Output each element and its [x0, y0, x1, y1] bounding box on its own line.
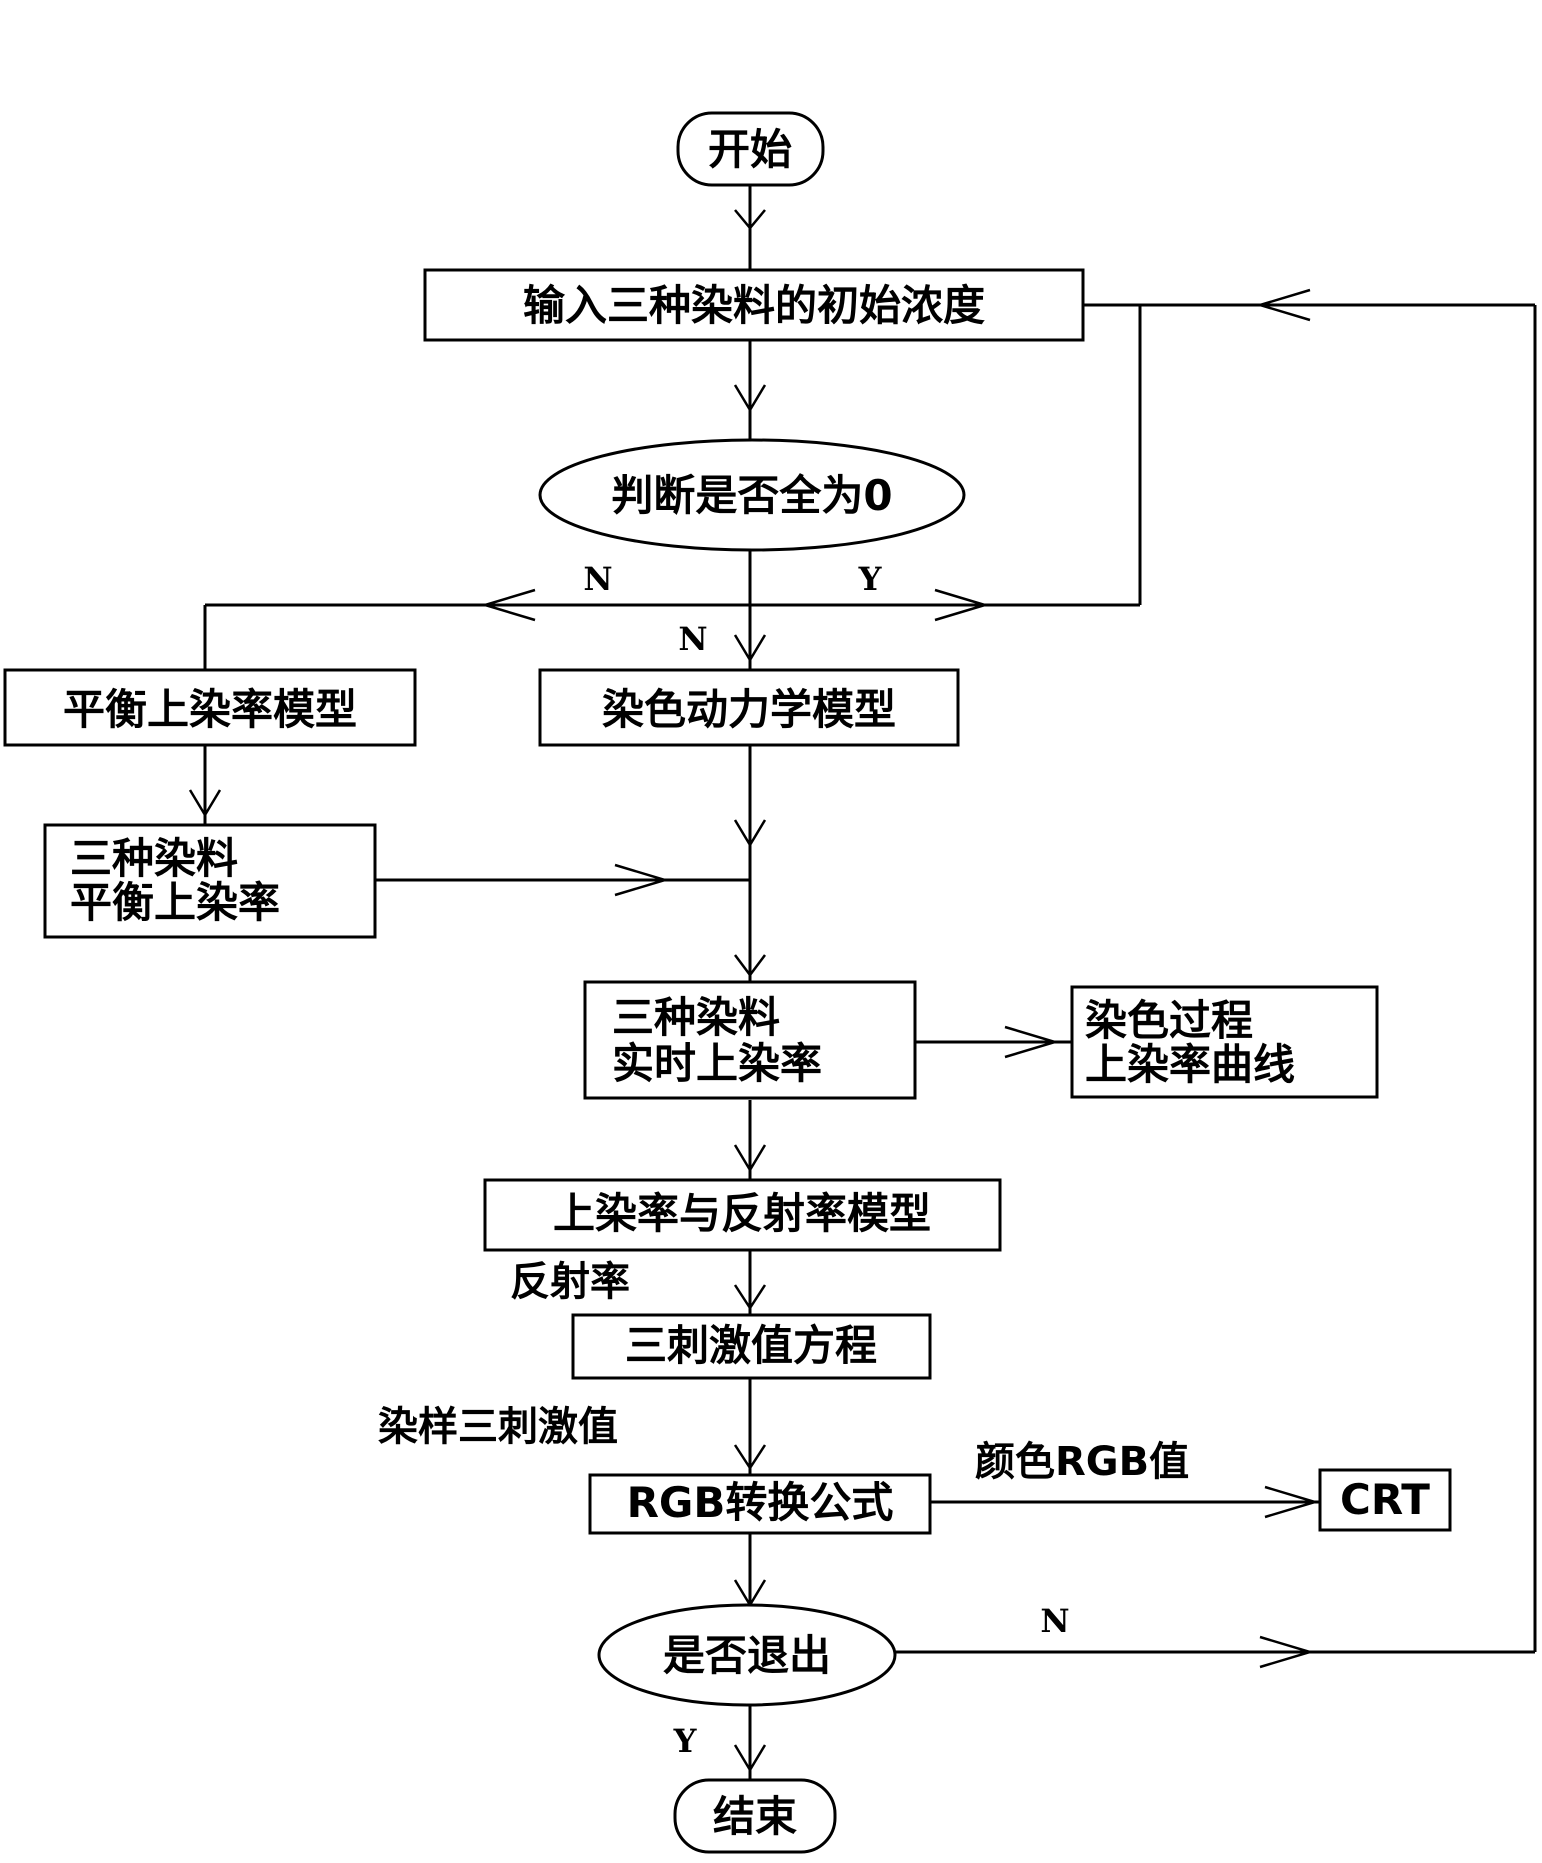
node-exit-question-label: 是否退出: [663, 1631, 831, 1680]
node-kinetic-model-label: 染色动力学模型: [602, 685, 896, 734]
edge-label-rgb-value: 颜色RGB值: [975, 1439, 1189, 1485]
node-input: 输入三种染料的初始浓度: [425, 270, 1083, 340]
node-exit-question: 是否退出: [599, 1605, 895, 1705]
node-equilibrium-model: 平衡上染率模型: [5, 670, 415, 745]
node-crt-label: CRT: [1340, 1475, 1430, 1524]
node-rgb-formula-label: RGB转换公式: [627, 1478, 894, 1527]
node-crt: CRT: [1320, 1470, 1450, 1530]
node-tristimulus-equation-label: 三刺激值方程: [625, 1321, 877, 1370]
edge-label-y-right: Y: [858, 560, 883, 598]
node-end-label: 结束: [713, 1792, 797, 1841]
node-realtime-rate-line1: 三种染料: [612, 993, 780, 1042]
node-judge-zero-label: 判断是否全为0: [611, 471, 892, 520]
edge-label-y-end: Y: [673, 1722, 698, 1760]
node-reflect-model: 上染率与反射率模型: [485, 1180, 1000, 1250]
edge-label-reflectance: 反射率: [510, 1259, 630, 1305]
node-equilibrium-rate: 三种染料 平衡上染率: [45, 825, 375, 937]
node-judge-zero: 判断是否全为0: [540, 440, 964, 550]
node-equilibrium-rate-line1: 三种染料: [70, 834, 238, 883]
edge-label-n-down: N: [678, 620, 707, 658]
node-kinetic-model: 染色动力学模型: [540, 670, 958, 745]
node-rate-curve-line1: 染色过程: [1085, 996, 1253, 1045]
node-start: 开始: [678, 113, 823, 185]
node-realtime-rate-line2: 实时上染率: [612, 1039, 822, 1088]
node-end: 结束: [675, 1780, 835, 1852]
node-start-label: 开始: [708, 125, 792, 174]
node-equilibrium-model-label: 平衡上染率模型: [63, 685, 357, 734]
node-rate-curve: 染色过程 上染率曲线: [1072, 987, 1377, 1097]
node-rgb-formula: RGB转换公式: [590, 1475, 930, 1533]
edge-label-n-loop: N: [1040, 1602, 1069, 1640]
node-input-label: 输入三种染料的初始浓度: [523, 281, 985, 330]
node-equilibrium-rate-line2: 平衡上染率: [70, 878, 280, 927]
edge-label-n-left: N: [583, 560, 612, 598]
node-tristimulus-equation: 三刺激值方程: [573, 1315, 930, 1378]
node-rate-curve-line2: 上染率曲线: [1085, 1040, 1295, 1089]
edge-label-sample-tristimulus: 染样三刺激值: [378, 1404, 618, 1450]
node-realtime-rate: 三种染料 实时上染率: [585, 982, 915, 1098]
node-reflect-model-label: 上染率与反射率模型: [553, 1189, 931, 1238]
